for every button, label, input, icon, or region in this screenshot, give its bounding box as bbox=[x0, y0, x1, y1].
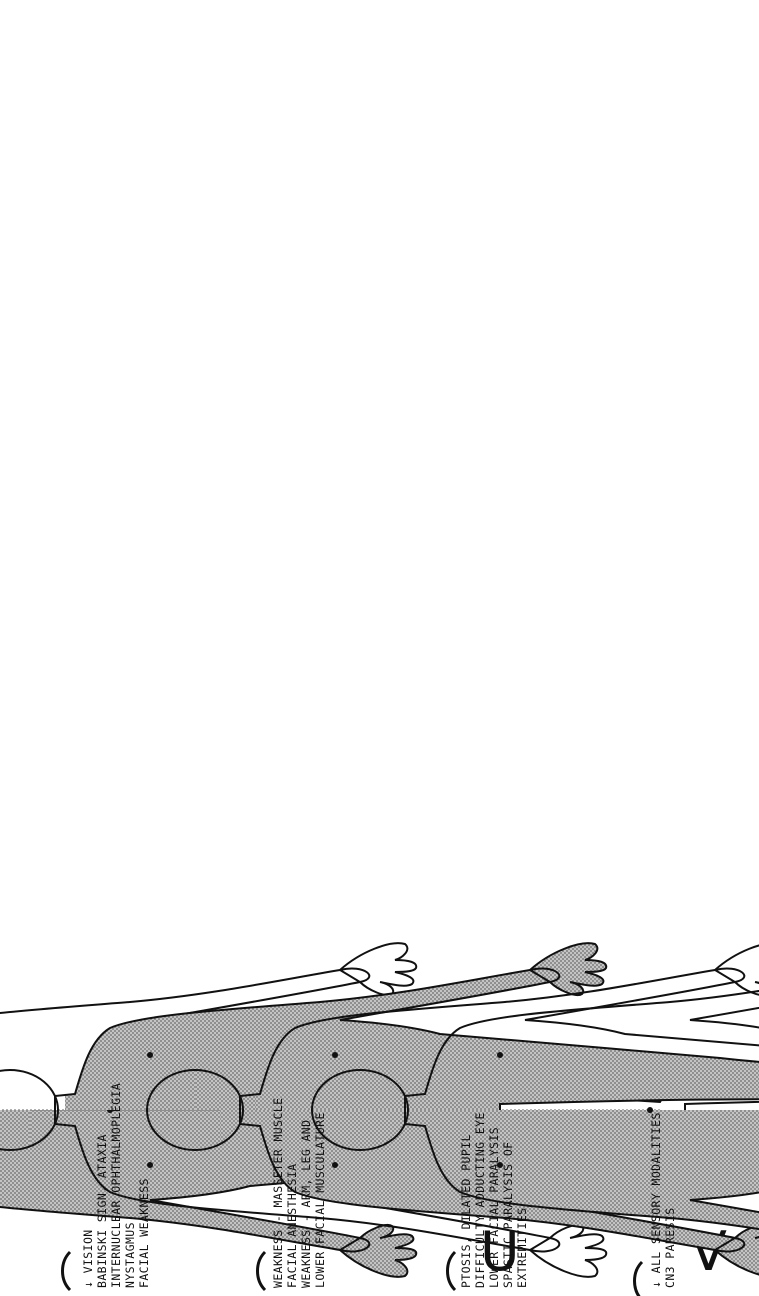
caption-u-line-5: FACIAL WEAKNESS bbox=[137, 1178, 151, 1288]
caption-w-line-2: DIFFICULTY ADDUCTING EYE bbox=[473, 1112, 487, 1288]
caption-v-line-3: WEAKNESS - ARM, LEG AND bbox=[299, 1120, 313, 1288]
caption-u-line-2: BABINSKI SIGN, ATAXIA bbox=[95, 1134, 109, 1288]
caption-w-line-1: PTOSIS, DILATED PUPIL bbox=[459, 1134, 473, 1288]
caption-w-line-4: SPASTIC PARALYSIS OF bbox=[501, 1142, 515, 1288]
caption-v: WEAKNESS - MASSETER MUSCLE FACIAL ANESTH… bbox=[271, 1098, 327, 1288]
caption-u-line-4: NYSTAGMUS bbox=[123, 1222, 137, 1288]
caption-w-line-3: LOWER FACIAL PARALYSIS bbox=[487, 1127, 501, 1288]
caption-x-line-1: ↓ ALL SENSORY MODALITIES bbox=[649, 1112, 663, 1288]
caption-v-line-1: WEAKNESS - MASSETER MUSCLE bbox=[271, 1098, 285, 1288]
caption-v-line-4: LOWER FACIAL MUSCULATURE bbox=[313, 1112, 327, 1288]
caption-u-line-3: INTERNUCLEAR OPHTHALMOPLEGIA bbox=[109, 1083, 123, 1288]
caption-u-line-1: ↓ VISION bbox=[81, 1229, 95, 1288]
caption-v-line-2: FACIAL ANESTHESIA bbox=[285, 1163, 299, 1288]
caption-x-line-2: CN3 PARESIS bbox=[663, 1207, 677, 1288]
caption-w-line-5: EXTREMITIES bbox=[515, 1207, 529, 1288]
